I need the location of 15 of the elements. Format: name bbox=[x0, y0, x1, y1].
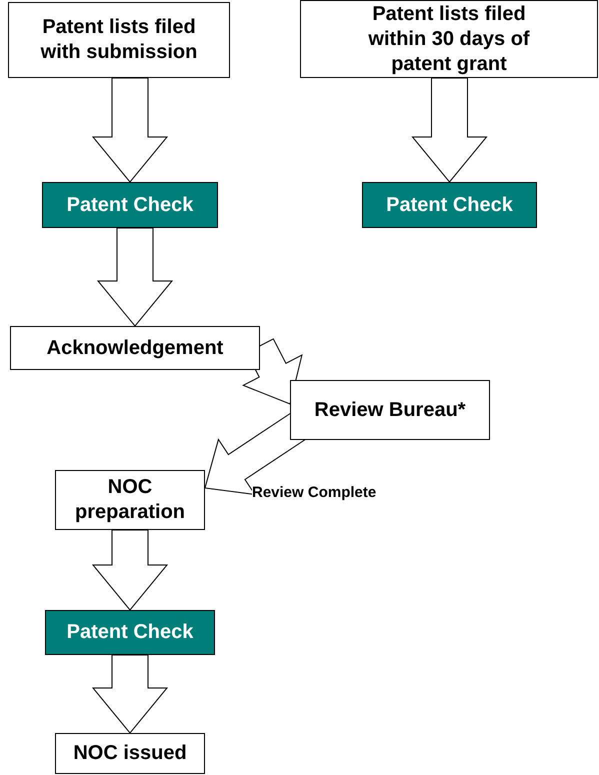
check-box: Patent Check bbox=[42, 182, 218, 228]
block-arrow bbox=[92, 654, 168, 734]
process-box: NOC preparation bbox=[55, 470, 205, 530]
check-box: Patent Check bbox=[362, 182, 537, 228]
check-box: Patent Check bbox=[45, 610, 215, 655]
block-arrow bbox=[92, 78, 168, 183]
edge-label: Review Complete bbox=[252, 484, 376, 501]
block-arrow bbox=[92, 530, 168, 611]
process-box: Patent lists filed with submission bbox=[8, 2, 230, 78]
process-box: Review Bureau* bbox=[290, 380, 490, 440]
process-box: Acknowledgement bbox=[10, 326, 260, 370]
block-arrow bbox=[411, 78, 488, 183]
process-box: NOC issued bbox=[55, 733, 205, 774]
block-arrow bbox=[96, 228, 174, 327]
process-box: Patent lists filed within 30 days of patent grant bbox=[300, 0, 598, 78]
